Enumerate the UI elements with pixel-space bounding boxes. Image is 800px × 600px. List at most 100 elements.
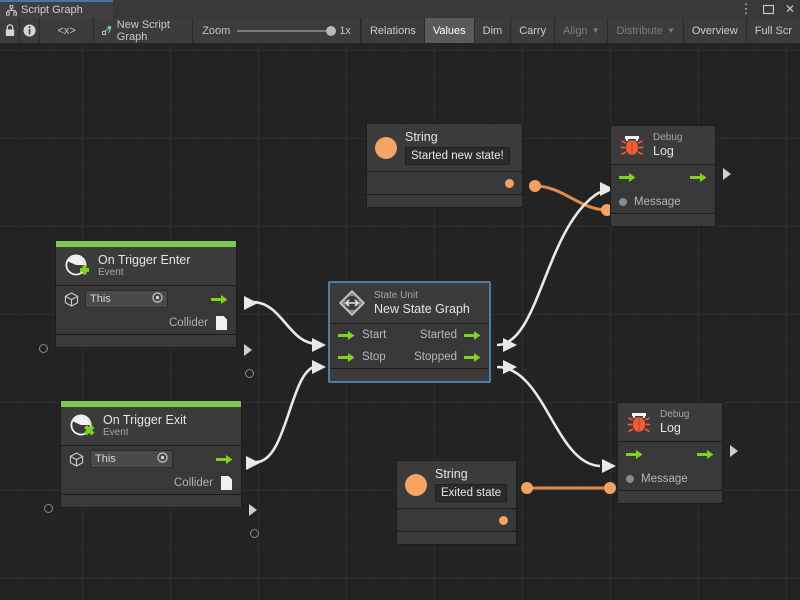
collider-row: Collider: [56, 312, 236, 334]
wire-flow-stopped-to-log-bottom: [496, 365, 601, 468]
node-titles: Debug Log: [653, 132, 682, 158]
wire-flow-enter-to-start: [251, 300, 319, 346]
flow-input-arrow-icon[interactable]: [626, 449, 643, 460]
stopped-output-arrow-icon[interactable]: [464, 352, 481, 363]
node-on-trigger-exit[interactable]: On Trigger Exit Event This: [44, 400, 259, 538]
wire-arrow-start: [503, 360, 517, 374]
toolbar-item-carry[interactable]: Carry: [510, 18, 554, 43]
value-output-port[interactable]: [499, 515, 508, 525]
node-titles: On Trigger Enter Event: [98, 253, 190, 279]
object-picker-icon[interactable]: [157, 452, 168, 466]
flow-output-arrow-icon[interactable]: [690, 172, 707, 183]
object-picker-icon[interactable]: [152, 292, 163, 306]
event-add-icon: [65, 254, 89, 276]
code-view-button[interactable]: <x>: [40, 18, 94, 43]
toolbar-item-values[interactable]: Values: [423, 18, 474, 43]
event-accent-bar: [56, 241, 236, 247]
collider-row: Collider: [61, 472, 241, 494]
flow-output-arrow-icon[interactable]: [211, 294, 228, 305]
flow-output-arrow-icon[interactable]: [216, 454, 233, 465]
node-subtitle: Debug: [653, 132, 683, 143]
node-body: Message: [618, 441, 722, 490]
external-flow-output-arrow[interactable]: [723, 168, 731, 180]
graph-name-label: New Script Graph: [116, 18, 170, 43]
node-titles: On Trigger Exit Event: [103, 413, 186, 439]
toolbar-item-label: Values: [432, 24, 466, 37]
target-object-field[interactable]: This: [90, 450, 173, 468]
target-object-value: This: [90, 293, 111, 305]
info-icon: [23, 24, 36, 37]
toolbar-item-label: Overview: [691, 24, 738, 37]
started-output-arrow-icon[interactable]: [464, 330, 481, 341]
graph-icon: [6, 4, 17, 16]
toolbar-item-fullscreen[interactable]: Full Scr: [745, 18, 800, 43]
lock-button[interactable]: [0, 18, 21, 43]
maximize-icon[interactable]: [762, 3, 774, 15]
wire-endpoint-dot: [521, 482, 533, 494]
window-tabbar: Script Graph ⋮ ✕: [0, 0, 800, 18]
graph-name-field[interactable]: New Script Graph: [94, 18, 194, 43]
toolbar-item-distribute[interactable]: Distribute ▼: [607, 18, 682, 43]
chevron-down-icon: ▼: [666, 25, 675, 35]
kebab-menu-icon[interactable]: ⋮: [739, 1, 753, 16]
node-debug-log-top[interactable]: Debug Log Message: [610, 125, 731, 227]
external-collider-output-port[interactable]: [250, 529, 259, 538]
node-state-unit[interactable]: State Unit New State Graph Start Started: [329, 282, 490, 382]
close-icon[interactable]: ✕: [784, 2, 796, 16]
info-button[interactable]: [20, 18, 41, 43]
node-header: On Trigger Exit Event: [61, 407, 241, 446]
node-string-bottom[interactable]: String Exited state: [396, 460, 517, 546]
toolbar-item-label: Dim: [482, 24, 503, 37]
toolbar-item-overview[interactable]: Overview: [682, 18, 746, 43]
external-flow-output-arrow[interactable]: [730, 445, 738, 457]
wire-arrow-end: [602, 459, 616, 473]
target-object-field[interactable]: This: [85, 290, 168, 308]
message-input-port[interactable]: [626, 474, 634, 483]
node-string-top[interactable]: String Started new state!: [366, 123, 523, 209]
external-flow-output-arrow[interactable]: [249, 504, 257, 516]
zoom-slider[interactable]: [237, 25, 337, 36]
toolbar-item-label: Carry: [519, 24, 547, 37]
node-footer: [611, 212, 715, 226]
message-input-port[interactable]: [619, 197, 627, 206]
stop-stopped-row: Stop Stopped: [330, 346, 489, 368]
gameobject-cube-icon: [64, 291, 79, 307]
external-flow-output-arrow[interactable]: [244, 344, 252, 356]
zoom-slider-handle[interactable]: [326, 25, 337, 36]
external-collider-output-port[interactable]: [245, 369, 254, 378]
graph-toolbar: <x> New Script Graph Zoom 1x Relations V…: [0, 18, 800, 44]
node-subtitle: Debug: [660, 409, 690, 420]
start-port-label: Start: [362, 329, 387, 341]
tab-script-graph[interactable]: Script Graph: [0, 0, 113, 18]
graph-canvas[interactable]: String Started new state!: [0, 44, 800, 600]
flow-input-arrow-icon[interactable]: [619, 172, 636, 183]
external-target-input-port[interactable]: [39, 344, 48, 353]
target-row: This: [56, 286, 236, 312]
string-value-input[interactable]: Exited state: [435, 484, 508, 503]
node-body: Start Started Stop Stopped: [330, 324, 489, 368]
node-footer: [56, 334, 236, 347]
zoom-control[interactable]: Zoom 1x: [193, 18, 361, 43]
chevron-down-icon: ▼: [591, 25, 600, 35]
toolbar-item-dim[interactable]: Dim: [473, 18, 511, 43]
toolbar-item-align[interactable]: Align ▼: [554, 18, 607, 43]
gameobject-cube-icon: [69, 451, 84, 467]
toolbar-item-relations[interactable]: Relations: [360, 18, 424, 43]
value-output-port[interactable]: [505, 178, 514, 188]
node-body: [397, 509, 516, 532]
node-subtitle: State Unit: [374, 290, 418, 302]
zoom-label: Zoom: [202, 24, 231, 37]
string-value-icon: [375, 136, 397, 159]
state-unit-icon: [339, 290, 365, 316]
node-header: On Trigger Enter Event: [56, 247, 236, 286]
start-input-arrow-icon[interactable]: [338, 330, 355, 341]
stop-input-arrow-icon[interactable]: [338, 352, 355, 363]
node-subtitle: Event: [98, 267, 124, 279]
flow-output-arrow-icon[interactable]: [697, 449, 714, 460]
string-value-input[interactable]: Started new state!: [405, 147, 510, 166]
external-target-input-port[interactable]: [44, 504, 53, 513]
node-on-trigger-enter[interactable]: On Trigger Enter Event This: [39, 240, 254, 378]
message-label: Message: [634, 195, 681, 208]
node-header: String Exited state: [397, 461, 516, 510]
node-debug-log-bottom[interactable]: Debug Log Message: [617, 402, 738, 504]
